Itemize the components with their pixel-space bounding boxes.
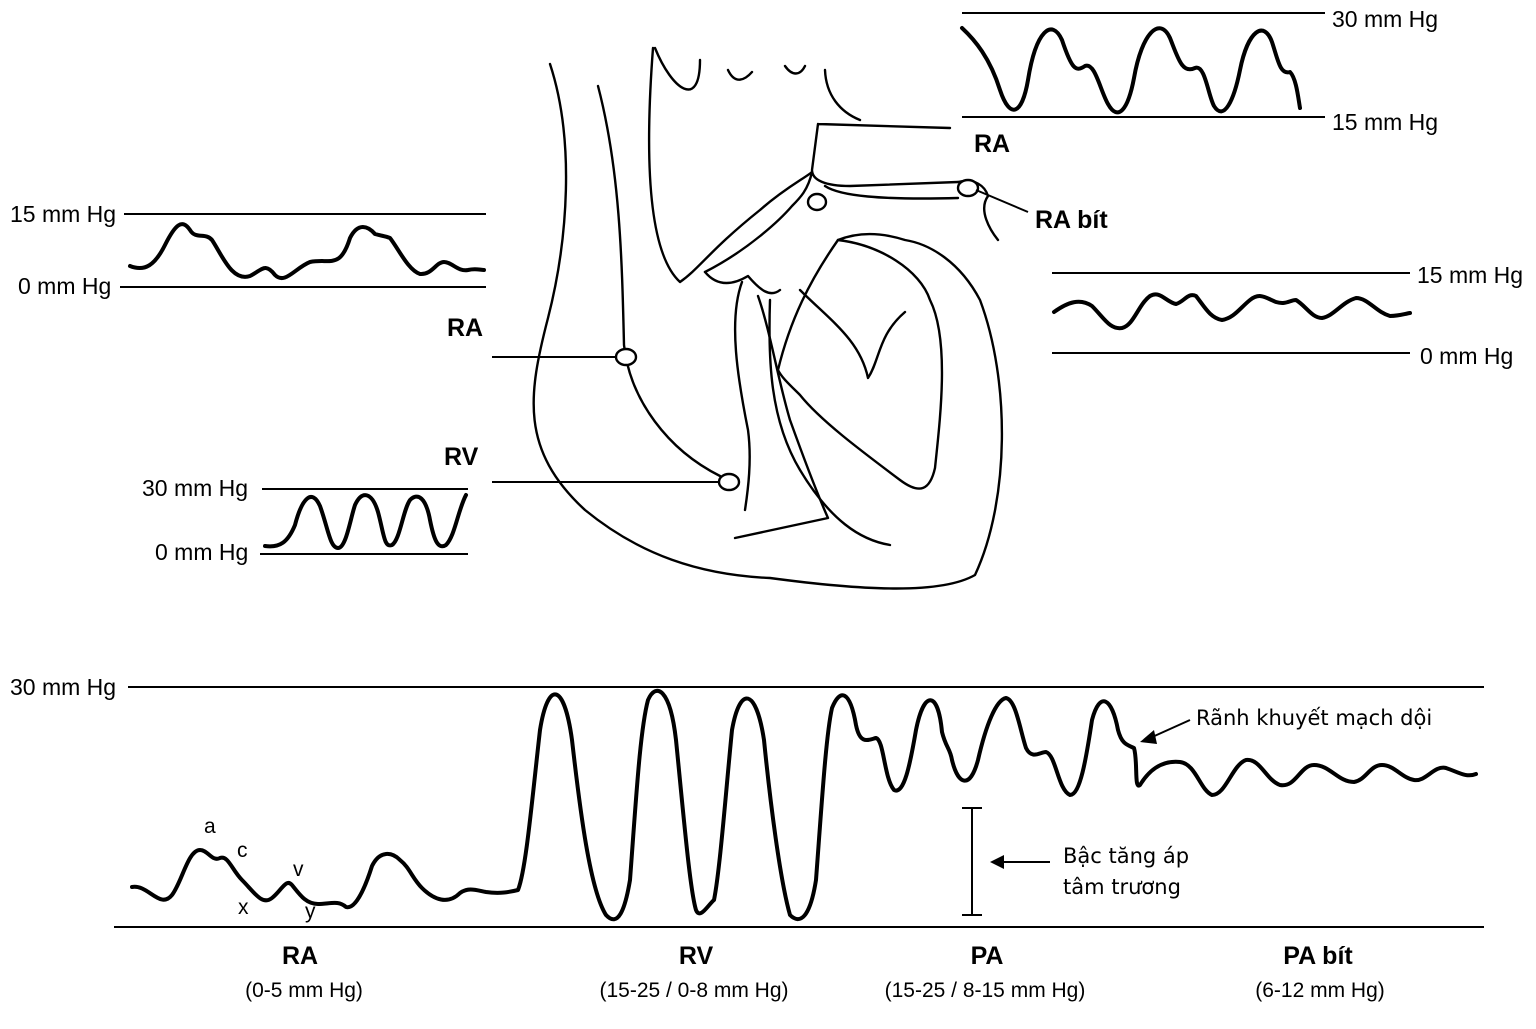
heart-tricuspid	[703, 270, 782, 295]
left-ra-waveform	[128, 222, 486, 281]
heart-mitral	[798, 288, 907, 380]
section-rv-name: RV	[679, 942, 714, 970]
diastolic-step-label-2: tâm trương	[1063, 875, 1181, 899]
section-ra-name: RA	[282, 942, 318, 970]
bottom-high-label: 30 mm Hg	[10, 674, 116, 700]
heart-lv-outer	[776, 238, 944, 490]
label-rv-left: RV	[444, 443, 479, 471]
heart-septum-right	[733, 294, 830, 540]
heart-ra-inner	[647, 46, 814, 284]
wave-letter-a: a	[204, 815, 216, 838]
wave-letter-c: c	[237, 839, 248, 862]
wave-letter-y: y	[305, 900, 316, 923]
pointer-ra-wedge	[975, 189, 1029, 213]
bottom-continuous-waveform	[130, 688, 1478, 922]
section-rv-range: (15-25 / 0-8 mm Hg)	[599, 979, 788, 1002]
left-rv-high-label: 30 mm Hg	[142, 475, 248, 501]
diastolic-step-label-1: Bậc tăng áp	[1063, 844, 1189, 868]
left-ra-wave-panel: 15 mm Hg 0 mm Hg	[10, 201, 486, 299]
section-pa-range: (15-25 / 8-15 mm Hg)	[885, 979, 1086, 1002]
section-ra-range: (0-5 mm Hg)	[245, 979, 363, 1002]
left-ra-high-label: 15 mm Hg	[10, 201, 116, 227]
heart-pa-trunk	[703, 122, 960, 274]
heart-illustration	[532, 46, 1004, 590]
right-wedge-waveform	[1052, 292, 1412, 331]
top-right-low-label: 15 mm Hg	[1332, 109, 1438, 135]
left-ra-low-label: 0 mm Hg	[18, 273, 111, 299]
top-right-waveform	[960, 26, 1302, 115]
section-pa-name: PA	[971, 942, 1004, 970]
top-right-wave-panel: 30 mm Hg 15 mm Hg	[960, 6, 1438, 135]
right-wedge-low-label: 0 mm Hg	[1420, 343, 1513, 369]
label-ra-wedge: RA bít	[1035, 206, 1108, 234]
heart-septum-left	[733, 280, 751, 512]
diastolic-step-arrow-head	[990, 855, 1004, 869]
top-right-high-label: 30 mm Hg	[1332, 6, 1438, 32]
dicrotic-notch-arrow-shaft	[1149, 719, 1191, 739]
left-rv-waveform	[263, 493, 468, 550]
catheter-tip-pa	[806, 192, 828, 212]
section-pa-wedge-name: PA bít	[1283, 942, 1353, 970]
heart-lv-wall	[768, 298, 892, 547]
label-ra-top: RA	[974, 130, 1010, 158]
catheter-tip-rv	[717, 472, 741, 492]
label-ra-left: RA	[447, 314, 483, 342]
heart-svc-outer	[532, 62, 1004, 590]
left-rv-low-label: 0 mm Hg	[155, 539, 248, 565]
section-pa-wedge-range: (6-12 mm Hg)	[1255, 979, 1385, 1002]
right-wedge-wave-panel: 15 mm Hg 0 mm Hg	[1052, 262, 1523, 369]
left-rv-wave-panel: 30 mm Hg 0 mm Hg	[142, 475, 468, 565]
bottom-trace-panel: 30 mm Hg a c v x y Rãnh khuyết mạch dội …	[10, 674, 1484, 1002]
right-wedge-high-label: 15 mm Hg	[1417, 262, 1523, 288]
catheter-tip-ra	[614, 347, 638, 367]
heart-aorta	[653, 46, 862, 122]
dicrotic-notch-arrow-head	[1140, 730, 1157, 744]
wave-letter-x: x	[238, 896, 249, 919]
catheter-tip-wedge	[956, 178, 980, 198]
wave-letter-v: v	[293, 858, 304, 881]
dicrotic-notch-label: Rãnh khuyết mạch dội	[1196, 706, 1432, 730]
heart-svc-inner	[596, 84, 722, 478]
